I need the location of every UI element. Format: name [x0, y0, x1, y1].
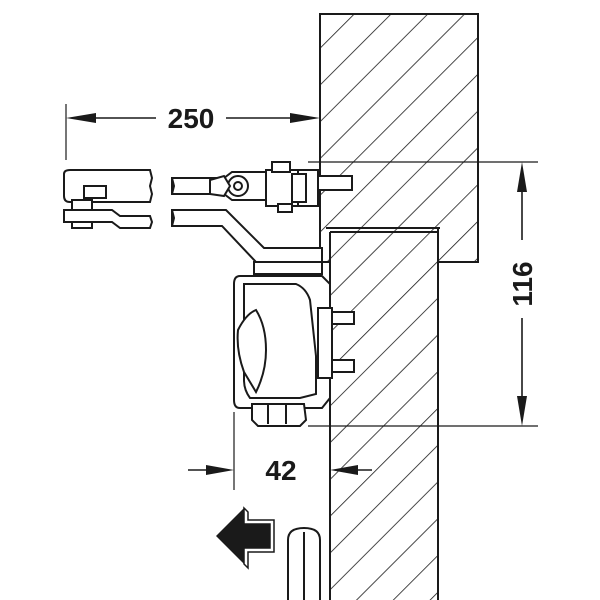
extension-lines-116 — [308, 161, 538, 427]
door-frame — [319, 13, 479, 263]
door-leaf — [326, 227, 440, 600]
arm-break-right — [171, 177, 176, 227]
dimension-250: 250 — [65, 103, 320, 160]
arm-break-left — [63, 169, 154, 229]
arm-bracket — [265, 161, 353, 213]
mounting-screws — [317, 307, 355, 379]
lower-arm — [171, 209, 323, 263]
hinge-pin — [287, 526, 321, 600]
dimension-116-label: 116 — [507, 261, 538, 306]
dimension-116: 116 — [507, 162, 538, 426]
arrow-left-icon — [216, 506, 275, 570]
dimension-250-label: 250 — [168, 103, 215, 134]
dimension-42-label: 42 — [265, 455, 296, 486]
door-closer-body — [233, 261, 331, 427]
closer-arm — [171, 171, 267, 201]
dimension-42: 42 — [188, 412, 372, 490]
